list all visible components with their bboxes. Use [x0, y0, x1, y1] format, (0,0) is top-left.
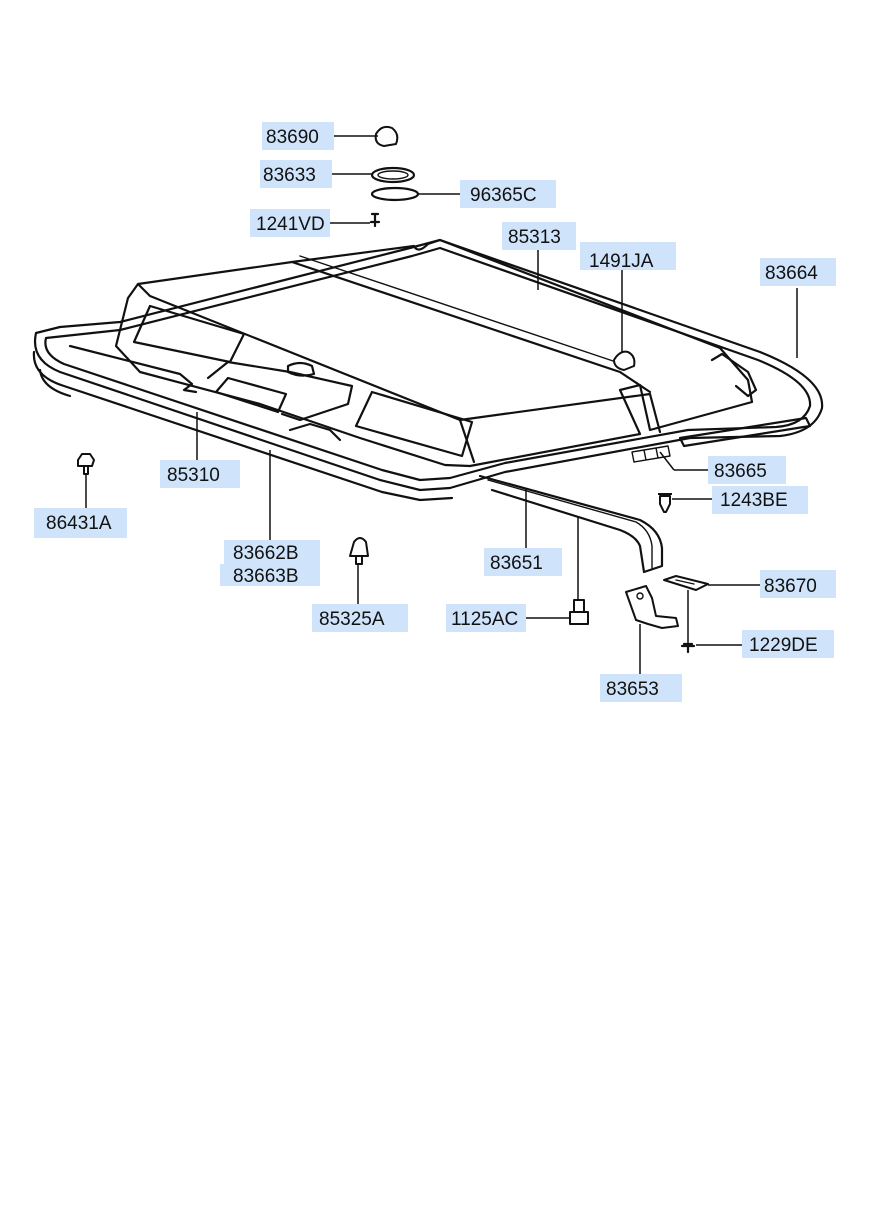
headliner-center-seam [290, 260, 652, 394]
headliner-opening-left [132, 304, 246, 364]
headliner-opening-right [354, 390, 474, 458]
lower-trim-strip-2 [38, 368, 72, 398]
label-1243BE[interactable]: 1243BE [712, 486, 808, 514]
svg-text:83653: 83653 [606, 679, 659, 700]
lower-trim-strip [32, 350, 454, 502]
svg-text:1491JA: 1491JA [589, 251, 654, 272]
label-86431A[interactable]: 86431A [34, 508, 127, 538]
part-labels: 83690 83633 96365C 1241VD 85313 1491JA 8… [34, 122, 836, 702]
label-85325A[interactable]: 85325A [312, 604, 408, 632]
label-1125AC[interactable]: 1125AC [446, 604, 526, 632]
label-96365C[interactable]: 96365C [460, 180, 556, 208]
clip-86431a-icon [77, 453, 95, 475]
svg-text:1125AC: 1125AC [451, 609, 518, 630]
small-parts [77, 125, 709, 654]
screw-1243be-icon [658, 493, 672, 513]
bracket-83653-icon [625, 585, 679, 629]
label-1229DE[interactable]: 1229DE [742, 630, 834, 658]
bracket-83670-icon [663, 575, 709, 591]
label-83663B[interactable]: 83663B [220, 564, 320, 587]
ring-83633-icon [370, 166, 416, 184]
outer-roof-trim-strip [33, 238, 824, 492]
label-1491JA[interactable]: 1491JA [580, 242, 676, 272]
headliner-panel-outline [114, 238, 754, 468]
label-83664[interactable]: 83664 [760, 258, 836, 286]
gasket-96365c-icon [370, 186, 420, 202]
leader-lines [85, 135, 798, 676]
svg-text:83663B: 83663B [233, 566, 299, 587]
label-83670[interactable]: 83670 [760, 570, 836, 598]
svg-text:83664: 83664 [765, 263, 818, 284]
ring-83633-inner [377, 170, 409, 180]
svg-text:83690: 83690 [266, 127, 319, 148]
svg-text:83670: 83670 [764, 576, 817, 597]
label-83665[interactable]: 83665 [708, 456, 786, 484]
svg-text:86431A: 86431A [46, 513, 112, 534]
label-83653[interactable]: 83653 [600, 674, 682, 702]
grommet-1491ja [613, 350, 636, 371]
outer-roof-trim-strip-inner-edge [44, 246, 812, 482]
label-83651[interactable]: 83651 [484, 548, 562, 576]
label-83662B[interactable]: 83662B [224, 540, 320, 566]
svg-text:85325A: 85325A [319, 609, 385, 630]
label-1241VD[interactable]: 1241VD [250, 209, 330, 237]
svg-text:83633: 83633 [263, 165, 316, 186]
headliner-assembly-drawing [32, 238, 824, 574]
svg-text:85310: 85310 [167, 465, 220, 486]
svg-text:96365C: 96365C [470, 185, 537, 206]
bracket-83653-hole [636, 592, 644, 600]
svg-text:83665: 83665 [714, 461, 767, 482]
side-lip-trim [678, 416, 812, 448]
clip-85325a-icon [349, 537, 369, 565]
rear-rail [478, 474, 664, 574]
label-83690[interactable]: 83690 [262, 122, 334, 150]
dome-lamp-lens [286, 361, 316, 377]
headliner-center-seam-2 [299, 255, 629, 367]
label-83633[interactable]: 83633 [260, 160, 332, 188]
bracket-83670-detail [675, 579, 695, 585]
svg-text:85313: 85313 [508, 227, 561, 248]
svg-text:1229DE: 1229DE [749, 635, 818, 656]
headliner-opening-center [214, 376, 288, 414]
svg-text:83662B: 83662B [233, 543, 299, 564]
label-85310[interactable]: 85310 [160, 460, 240, 488]
side-clip [631, 445, 671, 463]
svg-text:1241VD: 1241VD [256, 214, 325, 235]
screw-1229de-icon [680, 642, 696, 654]
screw-1241vd-icon [369, 212, 381, 228]
dome-lamp-housing [206, 360, 354, 422]
rear-corner-bulge [710, 352, 758, 398]
svg-text:83651: 83651 [490, 553, 543, 574]
cap-83690-icon [374, 125, 399, 147]
bolt-1125ac-icon [569, 599, 589, 625]
rear-rail-inner [487, 479, 653, 569]
front-trim-edge [68, 344, 198, 394]
front-trim-edge-right [288, 422, 342, 442]
svg-text:1243BE: 1243BE [720, 490, 788, 511]
label-85313[interactable]: 85313 [502, 222, 576, 250]
